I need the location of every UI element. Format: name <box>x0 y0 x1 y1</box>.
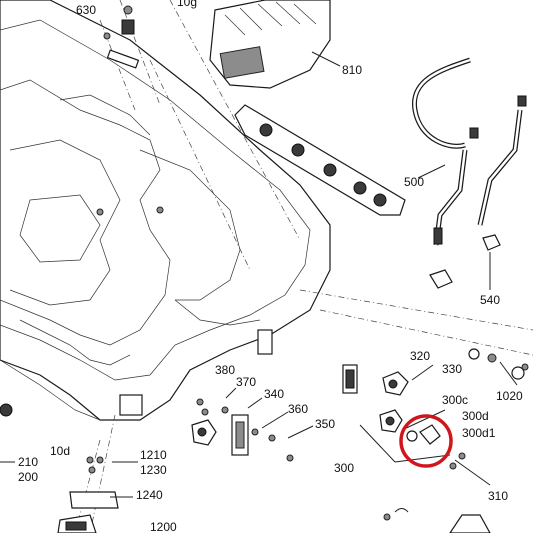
label-300c: 300c <box>442 393 468 407</box>
handle-bar <box>234 104 406 216</box>
label-10d: 10d <box>50 444 70 458</box>
label-540: 540 <box>480 293 500 307</box>
label-1230: 1230 <box>140 463 167 477</box>
label-320: 320 <box>410 349 430 363</box>
label-810: 810 <box>342 63 362 77</box>
label-310: 310 <box>488 489 508 503</box>
bottom-center-assembly <box>0 387 314 533</box>
top-fasteners <box>96 0 301 271</box>
label-1240: 1240 <box>136 488 163 502</box>
label-340: 340 <box>264 387 284 401</box>
label-330: 330 <box>442 362 462 376</box>
label-1200: 1200 <box>150 520 177 533</box>
label-300d1: 300d1 <box>462 426 496 440</box>
label-200: 200 <box>18 470 38 484</box>
label-380: 380 <box>215 363 235 377</box>
label-1210: 1210 <box>140 448 167 462</box>
label-1020: 1020 <box>496 389 523 403</box>
label-210: 210 <box>18 455 38 469</box>
label-370: 370 <box>236 375 256 389</box>
part-500-hose <box>299 57 533 356</box>
label-630: 630 <box>76 3 96 17</box>
callout-labels: 630 10g 810 500 540 320 330 380 370 340 … <box>18 0 523 533</box>
label-300d: 300d <box>462 409 489 423</box>
part-810 <box>209 0 341 89</box>
label-300: 300 <box>334 461 354 475</box>
label-10g: 10g <box>177 0 197 9</box>
label-500: 500 <box>404 175 424 189</box>
label-360: 360 <box>288 402 308 416</box>
label-350: 350 <box>315 417 335 431</box>
bottom-right-assembly <box>342 348 529 533</box>
hull-body <box>0 0 331 421</box>
